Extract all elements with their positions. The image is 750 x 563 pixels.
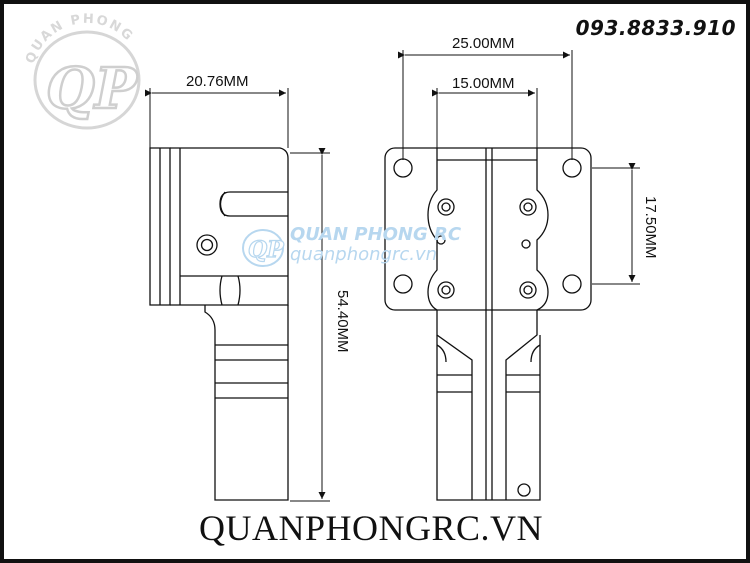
dim-vertical-holes: 17.50MM — [642, 196, 659, 259]
watermark-url: quanphongrc.vn — [290, 244, 438, 265]
dim-outer-holes: 25.00MM — [452, 35, 515, 52]
technical-drawing: 20.76MM 54.40MM — [145, 35, 659, 502]
dim-inner-holes: 15.00MM — [452, 75, 515, 92]
phone-number: 093.8833.910 — [575, 16, 736, 40]
svg-text:QP: QP — [248, 237, 285, 263]
logo-letters: QP — [46, 56, 139, 122]
watermark-logo-icon: QP — [242, 229, 286, 267]
watermark: QP QUAN PHONG RC quanphongrc.vn — [238, 222, 488, 272]
footer-brand: QUANPHONGRC.VN — [198, 508, 544, 548]
watermark-title: QUAN PHONG RC — [290, 224, 462, 245]
side-view — [145, 88, 330, 502]
dim-width-side: 20.76MM — [186, 73, 249, 90]
dim-height-side: 54.40MM — [334, 290, 351, 353]
quan-phong-logo: QUAN PHONG QP — [23, 12, 141, 130]
front-view — [384, 50, 640, 501]
